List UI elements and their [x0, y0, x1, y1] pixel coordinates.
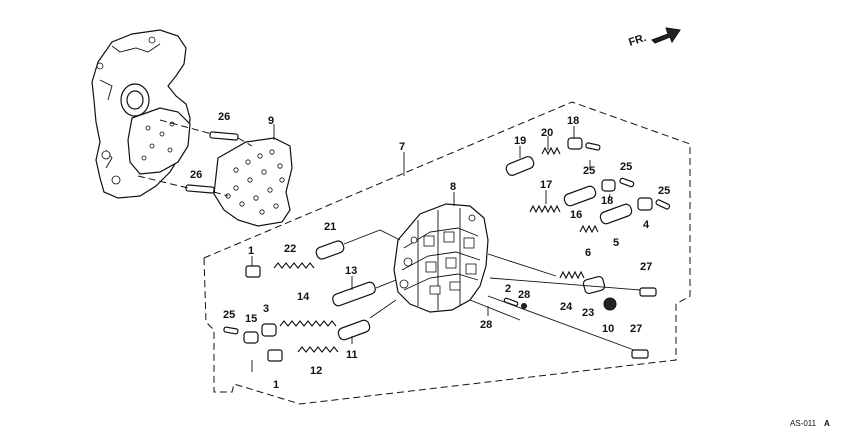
callout-16: 16 — [570, 209, 582, 221]
upper-right-parts — [505, 137, 671, 234]
callout-23: 23 — [582, 307, 594, 319]
callout-14: 14 — [297, 291, 310, 303]
callout-1-top: 1 — [248, 245, 254, 257]
callout-10: 10 — [602, 323, 614, 335]
callout-8: 8 — [450, 181, 456, 193]
callout-leaders — [251, 124, 611, 372]
callout-17: 17 — [540, 179, 552, 191]
callout-21: 21 — [324, 221, 336, 233]
callout-15: 15 — [245, 313, 257, 325]
callout-6: 6 — [585, 247, 591, 259]
callout-20: 20 — [541, 127, 553, 139]
callout-25-c: 25 — [658, 185, 670, 197]
callout-28-b: 28 — [480, 319, 492, 331]
transmission-housing — [91, 29, 191, 199]
callout-labels: 26 9 26 7 8 19 20 18 25 25 17 18 25 16 4… — [190, 111, 670, 391]
callout-13: 13 — [345, 265, 357, 277]
front-direction-label: FR. — [627, 32, 648, 49]
drawing-code: AS-011 A — [790, 419, 830, 428]
front-direction-arrow: FR. — [627, 27, 681, 49]
callout-28-a: 28 — [518, 289, 530, 301]
assembly-boundary — [203, 101, 691, 405]
callout-26-bottom: 26 — [190, 169, 202, 181]
valve-body — [393, 203, 489, 313]
callout-12: 12 — [310, 365, 322, 377]
callout-9: 9 — [268, 115, 274, 127]
callout-19: 19 — [514, 135, 526, 147]
callout-25-a: 25 — [583, 165, 595, 177]
callout-7: 7 — [399, 141, 405, 153]
callout-18-top: 18 — [567, 115, 579, 127]
callout-22: 22 — [284, 243, 296, 255]
callout-24: 24 — [560, 301, 573, 313]
callout-5: 5 — [613, 237, 619, 249]
callout-1-bottom: 1 — [273, 379, 279, 391]
callout-27-top: 27 — [640, 261, 652, 273]
callout-18-mid: 18 — [601, 195, 613, 207]
lower-right-parts — [469, 253, 657, 359]
callout-27-bottom: 27 — [630, 323, 642, 335]
callout-3: 3 — [263, 303, 269, 315]
callout-25-left: 25 — [223, 309, 235, 321]
dowel-pins — [137, 119, 253, 197]
callout-11: 11 — [346, 349, 358, 361]
callout-2: 2 — [505, 283, 511, 295]
drawing-code-text: AS-011 — [790, 419, 817, 428]
separator-plate — [213, 137, 293, 227]
callout-26-top: 26 — [218, 111, 230, 123]
arrow-icon — [651, 27, 681, 44]
drawing-code-suffix: A — [824, 419, 830, 428]
callout-4: 4 — [643, 219, 650, 231]
callout-25-b: 25 — [620, 161, 632, 173]
